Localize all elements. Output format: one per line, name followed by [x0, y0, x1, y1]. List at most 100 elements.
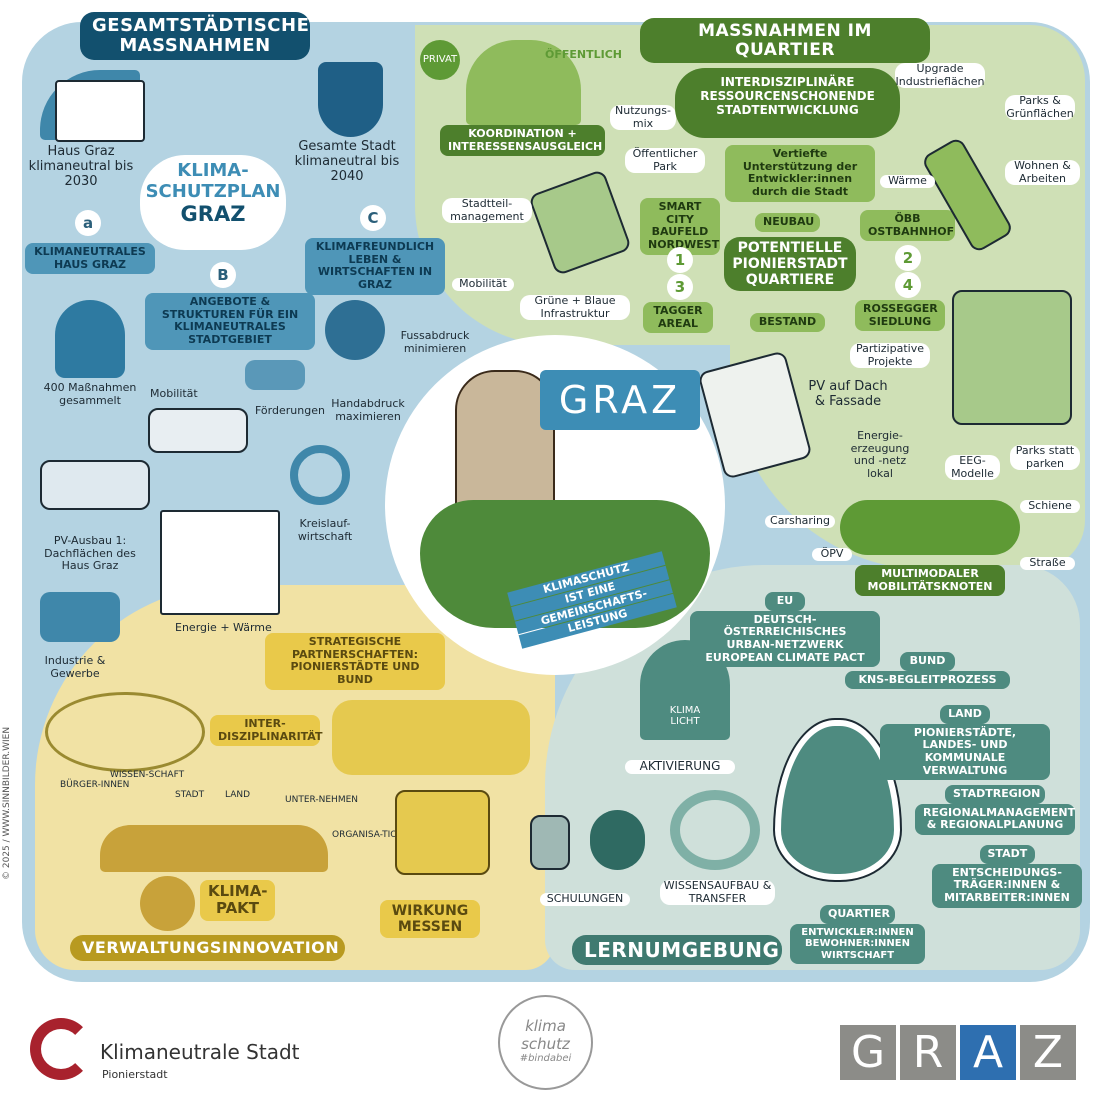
level-heading: STADTREGION: [945, 785, 1045, 804]
foerderungen-label: Förderungen: [255, 404, 325, 417]
center-line-2: SCHUTZPLAN: [145, 181, 281, 202]
klimaschutz-logo: klima schutz #bindabei: [498, 995, 593, 1090]
logo1-text: Klimaneutrale Stadt: [100, 1040, 300, 1064]
center-line-3: GRAZ: [180, 202, 246, 226]
mob-oepv: ÖPV: [812, 547, 852, 561]
level-text: PIONIERSTÄDTE, LANDES- UND KOMMUNALE VER…: [880, 723, 1050, 781]
klimaschutzplan-cloud: KLIMA- SCHUTZPLAN GRAZ: [140, 155, 286, 250]
interdisziplinaer-label: INTERDISZIPLINÄRE RESSOURCENSCHONENDE ST…: [675, 68, 900, 138]
oeffentlich-label: ÖFFENTLICH: [545, 48, 622, 61]
q4-number: 4: [895, 272, 921, 298]
logo2-line3: #bindabei: [519, 1053, 572, 1064]
ost-wohnen: Wohnen & Arbeiten: [1005, 159, 1080, 186]
aktivierung-label: AKTIVIERUNG: [625, 759, 735, 774]
level-text: DEUTSCH-ÖSTERREICHISCHES URBAN-NETZWERK …: [690, 610, 880, 668]
mob-carsharing: Carsharing: [765, 514, 835, 528]
spoke-mobilitaet: Mobilität: [452, 277, 514, 291]
people-wissenschaft: WISSEN-SCHAFT: [110, 770, 185, 780]
koordination-label: KOORDINATION + INTERESSENSAUSGLEICH: [440, 125, 605, 157]
ross-parks: Parks statt parken: [1010, 444, 1080, 471]
town-hall-icon: [55, 80, 145, 142]
ost-waerme: Wärme: [880, 174, 935, 188]
level-bund: BUND KNS-BEGLEITPROZESS: [845, 652, 1010, 690]
marker-a: a: [75, 210, 101, 236]
people-group-icon: [100, 825, 328, 872]
q3-number: 3: [667, 274, 693, 300]
q3-label: TAGGER AREAL: [643, 302, 713, 334]
graz-logo-g: G: [840, 1025, 896, 1080]
verwaltung-title: VERWALTUNGSINNOVATION: [70, 935, 345, 961]
lern-title: LERNUMGEBUNG: [572, 935, 782, 965]
klimapakt-label: KLIMA-PAKT: [200, 880, 275, 921]
logo1-sub: Pionierstadt: [102, 1068, 168, 1081]
network-icon: [45, 692, 205, 772]
money-icon: [245, 360, 305, 390]
copyright: © 2025 / WWW.SINNBILDER.WIEN: [2, 726, 12, 880]
level-quartier: QUARTIER ENTWICKLER:INNEN BEWOHNER:INNEN…: [790, 905, 925, 965]
people-organisationen: ORGANISA-TIONEN: [332, 830, 417, 840]
spoke-infrastruktur: Grüne + Blaue Infrastruktur: [520, 294, 630, 321]
buildings-icon: [160, 510, 280, 615]
level-stadt: STADT ENTSCHEIDUNGS-TRÄGER:INNEN & MITAR…: [932, 845, 1082, 908]
pionier-label: POTENTIELLE PIONIERSTADT QUARTIERE: [724, 237, 856, 292]
graz-logo-r: R: [900, 1025, 956, 1080]
klimaneutrale-stadt-logo-icon: [30, 1018, 92, 1080]
q1-number: 1: [667, 247, 693, 273]
person-ballot-icon: [55, 300, 125, 378]
level-eu: EU DEUTSCH-ÖSTERREICHISCHES URBAN-NETZWE…: [690, 592, 880, 668]
tram-icon: [148, 408, 248, 453]
handshake-icon: [140, 876, 195, 931]
person-arms-out-icon: [466, 40, 581, 125]
schulungen-label: SCHULUNGEN: [540, 892, 630, 906]
ross-partizipative: Partizipative Projekte: [850, 342, 930, 369]
fussabdruck-label: Fussabdruck minimieren: [400, 329, 470, 355]
mob-schiene: Schiene: [1020, 499, 1080, 513]
ross-pv: PV auf Dach & Fassade: [808, 379, 888, 409]
a-label: KLIMANEUTRALES HAUS GRAZ: [25, 243, 155, 275]
industrie-label: Industrie & Gewerbe: [44, 654, 106, 680]
center-line-1: KLIMA-: [177, 160, 249, 181]
level-stadtregion: STADTREGION REGIONALMANAGEMENT & REGIONA…: [915, 785, 1075, 835]
q1-label: SMART CITY BAUFELD NORDWEST: [640, 198, 720, 255]
marker-b: B: [210, 262, 236, 288]
handshake-tools-icon: [40, 592, 120, 642]
chart-board-icon: [395, 790, 490, 875]
q4-label: ROSSEGGER SIEDLUNG: [855, 300, 945, 332]
vertiefte-label: Vertiefte Unterstützung der Entwickler:i…: [725, 145, 875, 202]
level-heading: BUND: [900, 652, 955, 671]
spoke-nutzungsmix: Nutzungs-mix: [610, 104, 676, 131]
level-text: ENTWICKLER:INNEN BEWOHNER:INNEN WIRTSCHA…: [790, 923, 925, 965]
q2-number: 2: [895, 245, 921, 271]
recycle-icon: [290, 445, 350, 505]
c-label: KLIMAFREUNDLICH LEBEN & WIRTSCHAFTEN IN …: [305, 238, 445, 295]
level-heading: QUARTIER: [820, 905, 895, 924]
logo2-line2: schutz: [521, 1035, 570, 1053]
ost-upgrade: Upgrade Industrieflächen: [895, 62, 985, 89]
ross-energie: Energie-erzeugung und -netz lokal: [850, 429, 910, 480]
graz-logo: G R A Z: [840, 1025, 1076, 1080]
screen-icon: [530, 815, 570, 870]
b-label: ANGEBOTE & STRUKTUREN FÜR EIN KLIMANEUTR…: [145, 293, 315, 350]
level-heading: LAND: [940, 705, 990, 724]
coat-of-arms-icon: [318, 62, 383, 137]
knot-icon: [840, 500, 1020, 555]
people-buerger: BÜRGER-INNEN: [60, 780, 130, 790]
mob-strasse: Straße: [1020, 556, 1075, 570]
wissen-label: WISSENSAUFBAU & TRANSFER: [660, 879, 775, 906]
person-learner-icon: [590, 810, 645, 870]
q2-label: ÖBB OSTBAHNHOF: [860, 210, 955, 242]
energie-label: Energie + Wärme: [175, 621, 272, 634]
spoke-park: Öffentlicher Park: [625, 147, 705, 174]
people-land: LAND: [225, 790, 251, 800]
level-heading: EU: [765, 592, 805, 611]
massnahmen-label: 400 Maßnahmen gesammelt: [43, 381, 137, 407]
solar-panels-icon: [40, 460, 150, 510]
privat-label: PRIVAT: [420, 40, 460, 80]
level-text: KNS-BEGLEITPROZESS: [845, 670, 1010, 690]
logo2-line1: klima: [525, 1017, 566, 1035]
ost-parks: Parks & Grünflächen: [1005, 94, 1075, 121]
austria-map-icon: [332, 700, 530, 775]
mobilitaet-label: Mobilität: [150, 387, 198, 400]
lightbulbs-cycle-icon: [670, 790, 760, 870]
neubau-label: NEUBAU: [755, 213, 820, 232]
